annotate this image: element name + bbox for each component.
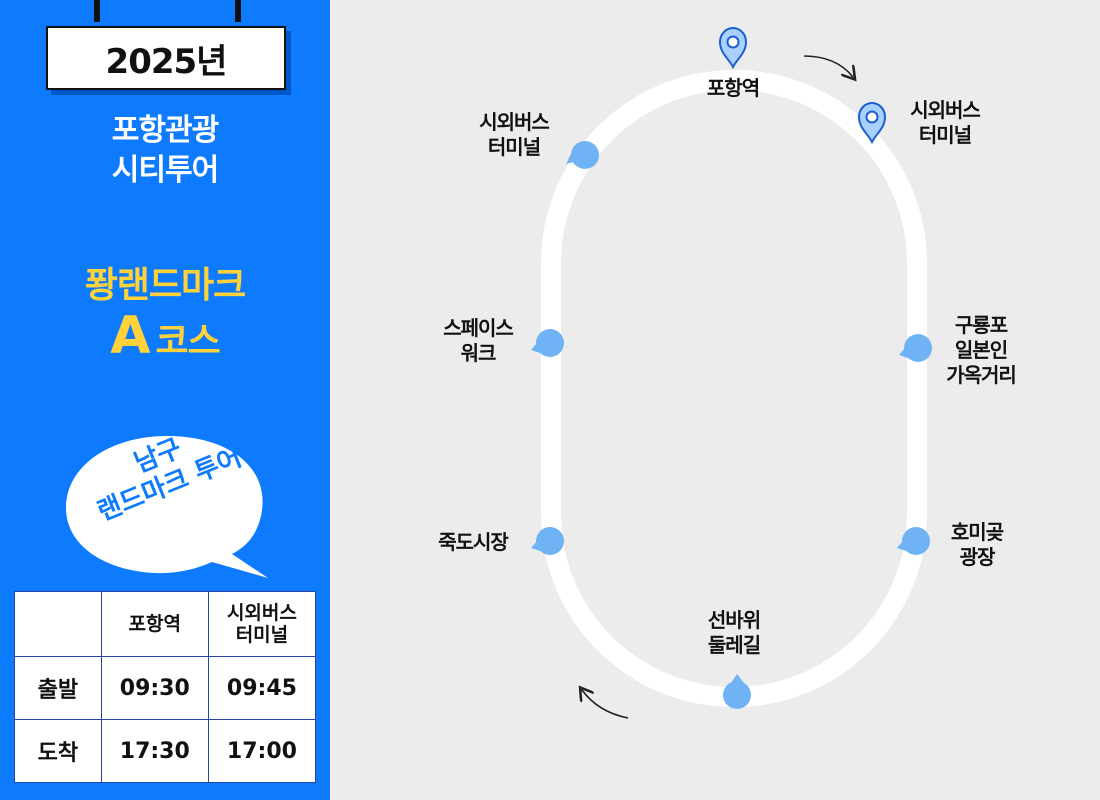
- title-line1: 포항관광: [111, 113, 219, 148]
- stop-label-seonbawi: 선바위 둘레길: [707, 608, 761, 657]
- stop-label-guryongpo: 구룡포 일본인 가옥거리: [946, 313, 1017, 387]
- speech-bubble-icon: [66, 436, 268, 578]
- year-sign: 2025년: [46, 26, 286, 90]
- stop-dot-icon: [897, 527, 930, 555]
- stop-label-jukdo: 죽도시장: [438, 530, 509, 554]
- schedule-row-label: 도착: [14, 719, 102, 783]
- schedule-row-depart: 출발 09:30 09:45: [14, 656, 317, 720]
- schedule-cell: 09:45: [207, 656, 317, 720]
- direction-arrow-bottom-icon: [582, 690, 629, 719]
- stop-dot-icon: [531, 329, 564, 357]
- stop-label-pohang-station: 포항역: [706, 76, 760, 100]
- hanger-right: [235, 0, 241, 22]
- route-map: [531, 26, 932, 719]
- stop-dot-icon: [723, 674, 751, 709]
- hanger-left: [94, 0, 100, 22]
- schedule-col-terminal-text: 시외버스 터미널: [226, 602, 297, 646]
- schedule-cell: 17:30: [100, 719, 209, 783]
- direction-arrow-top-icon: [803, 55, 853, 77]
- pin-icon: [718, 26, 748, 70]
- schedule-col-terminal: 시외버스 터미널: [207, 591, 317, 657]
- stop-dot-icon: [566, 141, 599, 169]
- title-line2: 시티투어: [111, 153, 219, 188]
- stop-label-spacewalk: 스페이스 워크: [443, 316, 514, 365]
- pin-icon: [857, 101, 887, 145]
- stop-label-bus-terminal-pin: 시외버스 터미널: [910, 98, 981, 147]
- schedule-cell: 09:30: [100, 656, 209, 720]
- schedule-table: 포항역 시외버스 터미널 출발 09:30 09:45 도착 17:30 17:…: [14, 591, 317, 783]
- schedule-corner: [14, 591, 102, 657]
- stop-dot-icon: [531, 527, 564, 555]
- schedule-row-label: 출발: [14, 656, 102, 720]
- schedule-row-arrive: 도착 17:30 17:00: [14, 719, 317, 783]
- stop-label-homigot: 호미곶 광장: [950, 520, 1004, 569]
- course-name: 퐝랜드마크: [84, 265, 247, 306]
- schedule-col-pohang: 포항역: [100, 591, 209, 657]
- stop-dot-icon: [899, 334, 932, 362]
- stop-label-bus-terminal-dot: 시외버스 터미널: [479, 110, 550, 159]
- schedule-cell: 17:00: [207, 719, 317, 783]
- course-letter: A: [110, 306, 150, 366]
- schedule-header-row: 포항역 시외버스 터미널: [14, 591, 317, 657]
- course-suffix: 코스: [155, 321, 221, 362]
- route-track: [541, 70, 927, 707]
